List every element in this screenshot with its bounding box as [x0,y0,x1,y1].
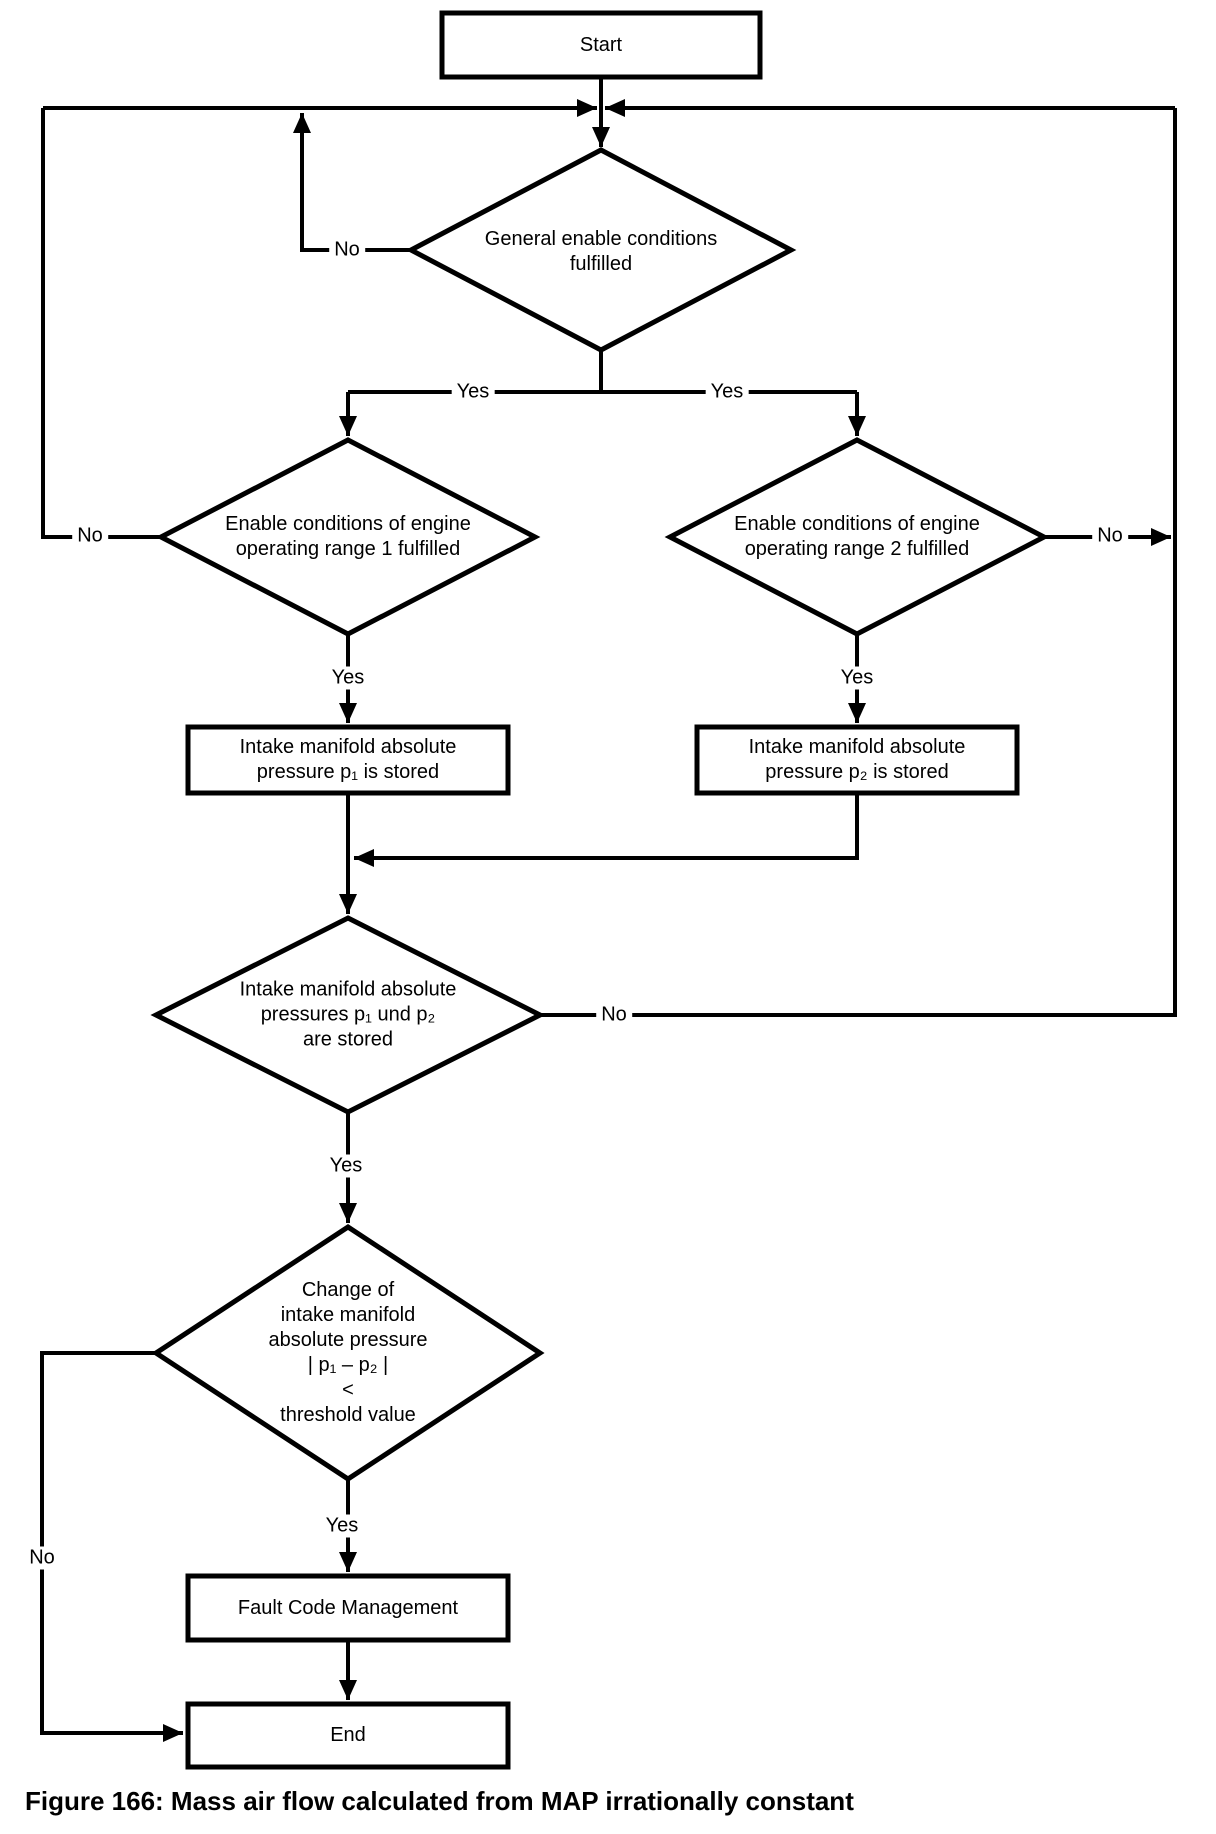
end-node-label: End [330,1724,366,1746]
process-store-p2-label: Intake manifold absolute pressure p₂ is … [748,736,966,783]
edge-label-range1-yes: Yes [326,666,370,690]
edge-store2-merge [354,793,859,867]
edge-general-no-loop [293,113,411,252]
decision-general-enable-label: General enable conditions fulfilled [484,228,718,275]
edge-label-delta-no: No [24,1546,60,1570]
decision-both-stored-label: Intake manifold absolute pressures p₁ un… [239,978,457,1051]
figure-caption: Figure 166: Mass air flow calculated fro… [25,1786,854,1816]
edge-range1-no-return [41,108,161,539]
decision-range1-label: Enable conditions of engine operating ra… [225,513,471,560]
decision-range1-shape [155,437,541,637]
edge-label-split-yes-left: Yes [451,380,495,404]
process-store-p1-label: Intake manifold absolute pressure p₁ is … [239,736,457,783]
edge-label-bothstored-no: No [596,1003,632,1027]
edge-label-range2-yes: Yes [835,666,879,690]
start-node-shape [439,10,763,80]
edge-delta-no-to-end [40,1351,183,1742]
edge-label-bothstored-yes: Yes [324,1154,368,1178]
edge-label-delta-yes: Yes [320,1514,364,1538]
edge-label-split-yes-right: Yes [705,380,749,404]
decision-delta-threshold-label: Change of intake manifold absolute press… [268,1279,428,1426]
decision-range2-label: Enable conditions of engine operating ra… [734,513,980,560]
decision-both-stored-shape [150,915,546,1115]
process-fault-code-shape [185,1573,511,1643]
end-node-shape [185,1701,511,1770]
process-store-p2-shape [694,724,1020,796]
node-shapes [150,10,1050,1770]
edge-label-general-no: No [329,238,365,262]
start-node-label: Start [579,33,623,56]
connectors [40,77,1177,1742]
edge-label-range1-no: No [72,524,108,548]
process-store-p1-shape [185,724,511,796]
decision-delta-threshold-shape [151,1224,545,1482]
decision-general-enable-shape [405,147,797,353]
edge-bothstored-no-return [540,108,1177,1017]
decision-range2-shape [664,437,1050,637]
edge-label-range2-no: No [1092,524,1128,548]
process-fault-code-label: Fault Code Management [237,1596,459,1619]
